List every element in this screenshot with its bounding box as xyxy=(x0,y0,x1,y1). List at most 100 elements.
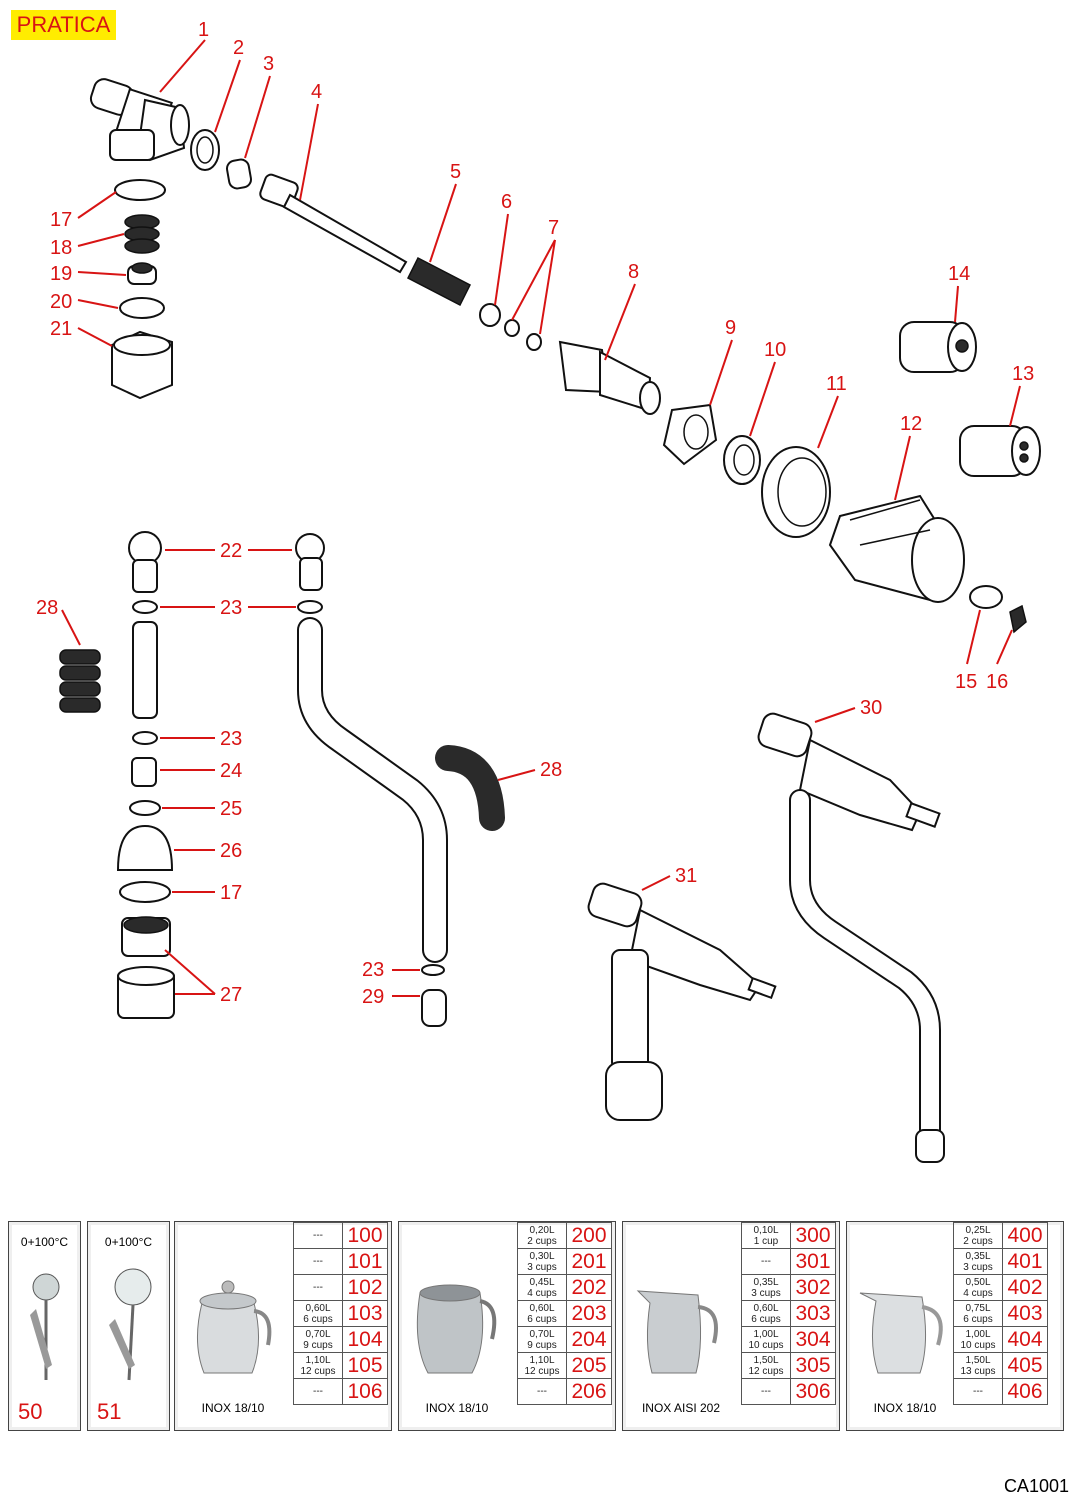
label-23c: 23 xyxy=(362,959,384,981)
label-23a: 23 xyxy=(220,597,242,619)
label-9: 9 xyxy=(725,317,736,339)
label-4: 4 xyxy=(311,81,322,103)
part-31-wand-assembly xyxy=(587,882,777,1121)
part-15-washer xyxy=(969,585,1003,609)
code: 206 xyxy=(566,1378,612,1405)
label-12: 12 xyxy=(900,413,922,435)
label-6: 6 xyxy=(501,191,512,213)
capacity: --- xyxy=(741,1248,791,1275)
reference-code: CA1001 xyxy=(1003,1476,1069,1496)
part-12-knob xyxy=(828,494,965,603)
code: 304 xyxy=(790,1326,836,1353)
label-7: 7 xyxy=(548,217,559,239)
capacity: 0,70L 9 cups xyxy=(517,1326,567,1353)
label-5: 5 xyxy=(450,161,461,183)
label-2: 2 xyxy=(233,37,244,59)
part-3-bushing xyxy=(226,158,252,190)
label-3: 3 xyxy=(263,53,274,75)
code: 103 xyxy=(342,1300,388,1327)
label-24: 24 xyxy=(220,760,242,782)
code: 200 xyxy=(566,1222,612,1249)
code: 102 xyxy=(342,1274,388,1301)
code: 403 xyxy=(1002,1300,1048,1327)
code: 106 xyxy=(342,1378,388,1405)
capacity: 1,10L 12 cups xyxy=(517,1352,567,1379)
thermometer-icon xyxy=(109,1268,152,1381)
material-label: INOX AISI 202 xyxy=(641,1401,721,1415)
part-24-nipple xyxy=(131,757,157,787)
material-label: INOX 18/10 xyxy=(873,1401,937,1415)
label-20: 20 xyxy=(50,291,72,313)
capacity: 0,45L 4 cups xyxy=(517,1274,567,1301)
capacity: 0,50L 4 cups xyxy=(953,1274,1003,1301)
label-26: 26 xyxy=(220,840,242,862)
code: 202 xyxy=(566,1274,612,1301)
code: 402 xyxy=(1002,1274,1048,1301)
code: 101 xyxy=(342,1248,388,1275)
label-21: 21 xyxy=(50,318,72,340)
code: 203 xyxy=(566,1300,612,1327)
thermometer-panel-50: 0+100°C 50 xyxy=(8,1221,81,1431)
capacity: 0,35L 3 cups xyxy=(953,1248,1003,1275)
label-1: 1 xyxy=(198,19,209,41)
product-code: 51 xyxy=(97,1399,122,1424)
label-19: 19 xyxy=(50,263,72,285)
label-18: 18 xyxy=(50,237,72,259)
capacity: 0,30L 3 cups xyxy=(517,1248,567,1275)
label-16: 16 xyxy=(986,671,1008,693)
part-13-cap xyxy=(959,425,1041,477)
label-15: 15 xyxy=(955,671,977,693)
capacity: 1,00L 10 cups xyxy=(953,1326,1003,1353)
label-30: 30 xyxy=(860,697,882,719)
code: 302 xyxy=(790,1274,836,1301)
part-1-valve-body xyxy=(89,78,190,162)
part-tube-straight xyxy=(132,621,158,719)
part-28-hose-right xyxy=(435,745,505,831)
capacity: --- xyxy=(293,1378,343,1405)
capacity: 0,10L 1 cup xyxy=(741,1222,791,1249)
code: 100 xyxy=(342,1222,388,1249)
capacity: 0,60L 6 cups xyxy=(293,1300,343,1327)
capacity: 0,75L 6 cups xyxy=(953,1300,1003,1327)
part-22-ball-left xyxy=(128,531,162,593)
label-11: 11 xyxy=(826,373,847,395)
part-22-ball-right xyxy=(295,533,325,591)
product-code: 50 xyxy=(18,1399,43,1424)
part-21-nut xyxy=(111,330,173,400)
thermometer-range: 0+100°C xyxy=(104,1235,153,1249)
part-28-spring-left xyxy=(59,649,101,713)
milk-pitcher-icon xyxy=(859,1292,943,1374)
label-28b: 28 xyxy=(540,759,562,781)
capacity: 0,25L 2 cups xyxy=(953,1222,1003,1249)
code: 405 xyxy=(1002,1352,1048,1379)
capacity: 1,50L 13 cups xyxy=(953,1352,1003,1379)
capacity: --- xyxy=(293,1248,343,1275)
part-10-nut xyxy=(723,435,761,485)
capacity: --- xyxy=(293,1274,343,1301)
code: 306 xyxy=(790,1378,836,1405)
capacity: 1,10L 12 cups xyxy=(293,1352,343,1379)
label-14: 14 xyxy=(948,263,970,285)
label-28a: 28 xyxy=(36,597,58,619)
capacity: 1,00L 10 cups xyxy=(741,1326,791,1353)
part-8-fitting xyxy=(558,340,661,415)
part-20-oring xyxy=(119,297,165,319)
code: 204 xyxy=(566,1326,612,1353)
label-27: 27 xyxy=(220,984,242,1006)
capacity: 0,60L 6 cups xyxy=(741,1300,791,1327)
code: 401 xyxy=(1002,1248,1048,1275)
thermometer-icon xyxy=(30,1273,60,1380)
label-8: 8 xyxy=(628,261,639,283)
code: 406 xyxy=(1002,1378,1048,1405)
capacity: --- xyxy=(517,1378,567,1405)
part-19-seal xyxy=(127,262,157,285)
part-14-cap xyxy=(899,321,977,373)
label-17: 17 xyxy=(50,209,72,231)
code: 104 xyxy=(342,1326,388,1353)
code: 300 xyxy=(790,1222,836,1249)
